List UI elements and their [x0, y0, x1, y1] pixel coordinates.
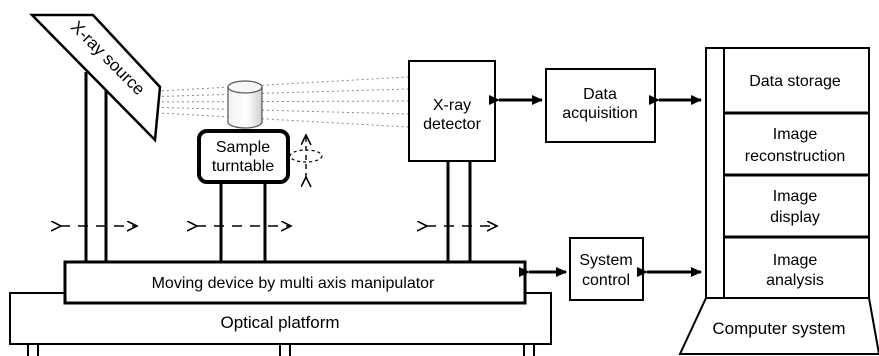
xray-detector-label-line1: X-ray [433, 97, 471, 114]
optical-platform-label: Optical platform [220, 313, 339, 332]
image-display-label-line2: display [770, 209, 820, 226]
rotation-vertical-arrow-icon [289, 136, 323, 178]
moving-device: Moving device by multi axis manipulator [63, 260, 527, 305]
sample-turntable-label-line2: turntable [212, 158, 274, 175]
system-control-label-line2: control [582, 272, 630, 289]
image-analysis-label-line2: analysis [766, 272, 824, 289]
system-control-label-line1: System [579, 252, 632, 269]
xray-source: X-ray source [29, 13, 162, 143]
image-analysis-label-line1: Image [773, 252, 818, 269]
computer-system-base [678, 297, 879, 355]
sample-turntable-label-line1: Sample [216, 139, 270, 156]
system-control: System control [569, 237, 644, 301]
xray-detector: X-ray detector [408, 60, 496, 162]
sample-cylinder-icon [227, 80, 263, 129]
image-reconstruction-label-line1: Image [773, 126, 818, 143]
xray-detector-label-line2: detector [423, 116, 481, 133]
source-pillars [84, 72, 108, 262]
data-acquisition: Data acquisition [545, 68, 656, 143]
detector-pillars [446, 161, 472, 262]
computer-system: Data storage Image reconstruction Image … [678, 47, 879, 355]
data-acquisition-label-line1: Data [583, 86, 617, 103]
moving-device-label: Moving device by multi axis manipulator [152, 275, 435, 292]
turntable-pillars [219, 180, 267, 262]
connection-arrows [489, 95, 702, 277]
data-storage-label: Data storage [749, 73, 841, 90]
data-acquisition-label-line2: acquisition [562, 105, 638, 122]
image-display-label-line1: Image [773, 188, 818, 205]
computer-system-label: Computer system [712, 319, 845, 338]
sample-turntable: Sample turntable [197, 129, 290, 184]
xray-beam [141, 76, 409, 128]
image-reconstruction-label-line2: reconstruction [745, 148, 846, 165]
